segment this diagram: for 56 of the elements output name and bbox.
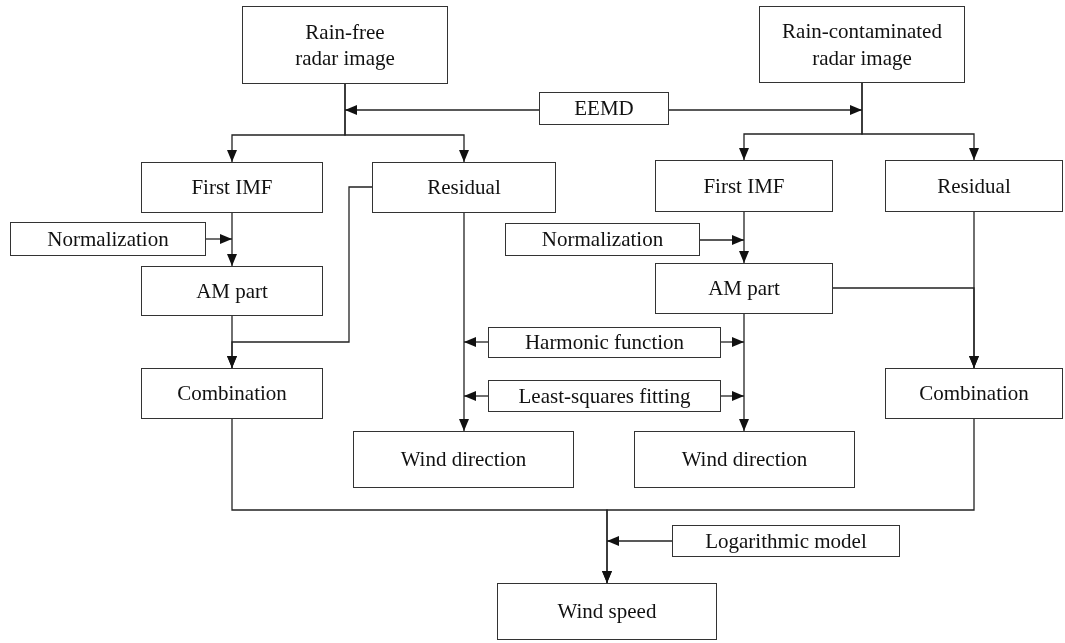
process-box — [885, 160, 1063, 212]
process-box — [655, 263, 833, 314]
box-label: AM part — [707, 275, 781, 302]
process-box — [488, 327, 721, 358]
box-label: Residual — [936, 172, 1012, 200]
box-label: First IMF — [190, 174, 274, 201]
box-label: Least-squares fitting — [517, 382, 692, 410]
box-label: AM part — [195, 277, 269, 305]
process-box — [885, 368, 1063, 419]
box-label: Residual — [426, 174, 502, 201]
process-box — [353, 431, 574, 488]
arrow — [720, 391, 745, 401]
box-label: Combination — [918, 380, 1030, 407]
arrow — [606, 536, 673, 546]
process-box — [488, 380, 721, 412]
process-box — [242, 6, 448, 84]
process-box — [497, 583, 717, 640]
arrow — [739, 313, 749, 432]
box-label: Logarithmic model — [704, 527, 868, 555]
process-box — [759, 6, 965, 83]
arrow — [668, 105, 863, 115]
box-label: Harmonic function — [523, 329, 686, 356]
arrow — [602, 418, 975, 584]
arrow — [720, 337, 745, 347]
box-label: Wind direction — [399, 446, 528, 473]
arrow — [344, 83, 469, 163]
arrow — [739, 211, 749, 264]
arrow — [861, 82, 979, 161]
arrow — [463, 391, 489, 401]
arrow — [227, 186, 373, 369]
process-box — [505, 223, 700, 256]
process-box — [141, 162, 323, 213]
box-label: Rain-free radar image — [294, 18, 396, 72]
arrow — [832, 287, 979, 369]
process-box — [141, 266, 323, 316]
box-label: First IMF — [702, 172, 786, 200]
box-label: Wind direction — [680, 446, 809, 473]
box-label: Normalization — [46, 225, 170, 253]
arrow — [459, 212, 469, 432]
arrow — [227, 212, 237, 267]
box-label: Normalization — [540, 226, 665, 253]
process-box — [372, 162, 556, 213]
process-box — [634, 431, 855, 488]
box-label: Wind speed — [556, 598, 658, 625]
box-label: Rain-contaminated radar image — [781, 18, 943, 71]
process-box — [10, 222, 206, 256]
process-box — [539, 92, 669, 125]
process-box — [655, 160, 833, 212]
box-label: Combination — [176, 380, 288, 407]
arrow — [699, 235, 745, 245]
arrow — [463, 337, 489, 347]
box-label: EEMD — [573, 95, 635, 122]
process-box — [672, 525, 900, 557]
arrow — [205, 234, 233, 244]
arrow — [344, 105, 540, 115]
process-box — [141, 368, 323, 419]
